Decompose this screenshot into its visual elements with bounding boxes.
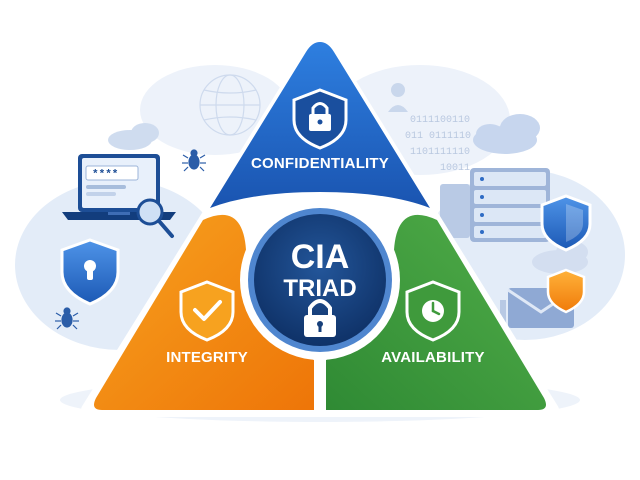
bug-icon [182, 149, 206, 172]
laptop-icon: **** [62, 154, 176, 220]
center-title-line2: TRIAD [283, 275, 356, 302]
keyhole-shield-icon [60, 238, 120, 306]
padlock-icon [304, 299, 336, 337]
cloud-icon [473, 114, 540, 154]
svg-text:011 0111110: 011 0111110 [405, 131, 471, 142]
warning-shield-icon [546, 268, 586, 314]
availability-label: AVAILABILITY [381, 349, 485, 366]
integrity-label: INTEGRITY [166, 349, 248, 366]
person-icon [388, 83, 408, 112]
globe-icon [199, 74, 261, 136]
svg-text:1101111110: 1101111110 [410, 147, 470, 158]
clock-shield-icon [405, 280, 461, 342]
server-rack-icon [440, 168, 550, 242]
center-title-line1: CIA [291, 238, 350, 276]
shield-icon [540, 194, 592, 252]
svg-text:10011: 10011 [440, 163, 470, 174]
confidentiality-label: CONFIDENTIALITY [251, 155, 389, 172]
cloud-icon [108, 123, 159, 150]
lock-shield-icon [292, 88, 348, 150]
bug-icon [55, 307, 79, 330]
password-field: **** [92, 169, 118, 181]
svg-text:0111100110: 0111100110 [410, 115, 470, 126]
check-shield-icon [179, 280, 235, 342]
binary-code: 0111100110 011 0111110 1101111110 10011 [405, 115, 471, 174]
center-badge: CIA TRIAD [240, 200, 400, 360]
magnifier-icon [136, 198, 174, 238]
